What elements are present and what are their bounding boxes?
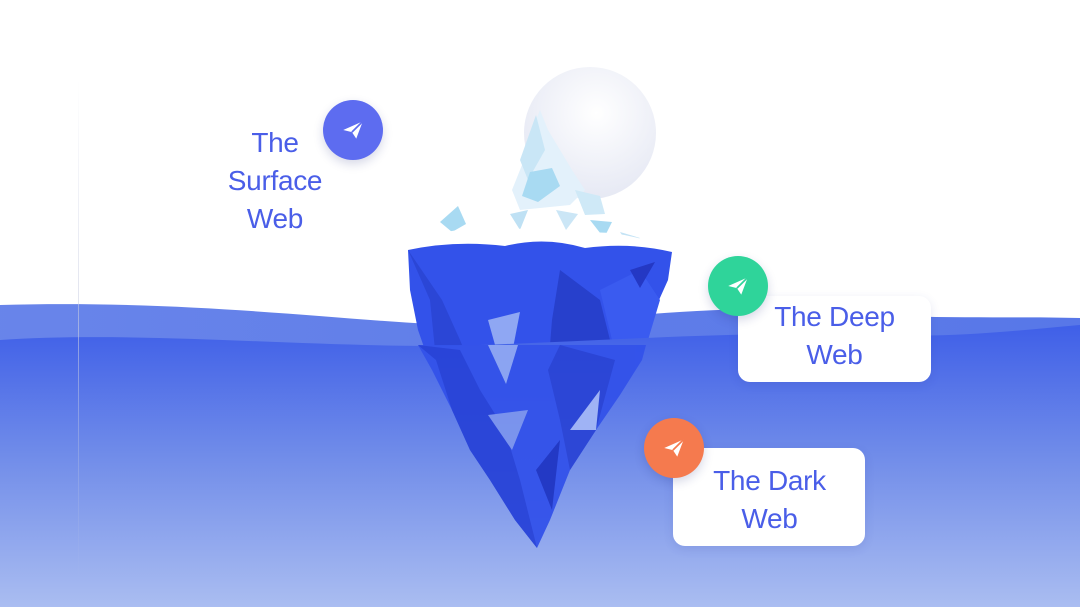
paper-plane-icon [728,276,749,295]
guide-line [78,80,79,580]
deep-web-label: The Deep Web [748,298,921,374]
dark-web-label: The Dark Web [683,462,856,538]
surface-web-label-line1: The [251,127,299,158]
dark-web-label-line1: The Dark [713,465,826,496]
dark-web-card [673,448,865,546]
iceberg-submerged [418,345,646,548]
paper-plane-icon [664,438,685,457]
deep-web-badge [708,256,768,316]
surface-web-label-line3: Web [246,203,304,234]
deep-web-label-line2: Web [806,339,863,370]
dark-web-label-line2: Web [741,503,798,534]
deep-web-card [738,296,931,382]
surface-web-label-line2: Surface [227,165,323,196]
deep-web-label-line1: The Deep [774,301,895,332]
dark-web-badge [644,418,704,478]
paper-plane-icon [343,120,364,139]
surface-web-label: The Surface Web [215,124,335,238]
surface-web-badge [323,100,383,160]
